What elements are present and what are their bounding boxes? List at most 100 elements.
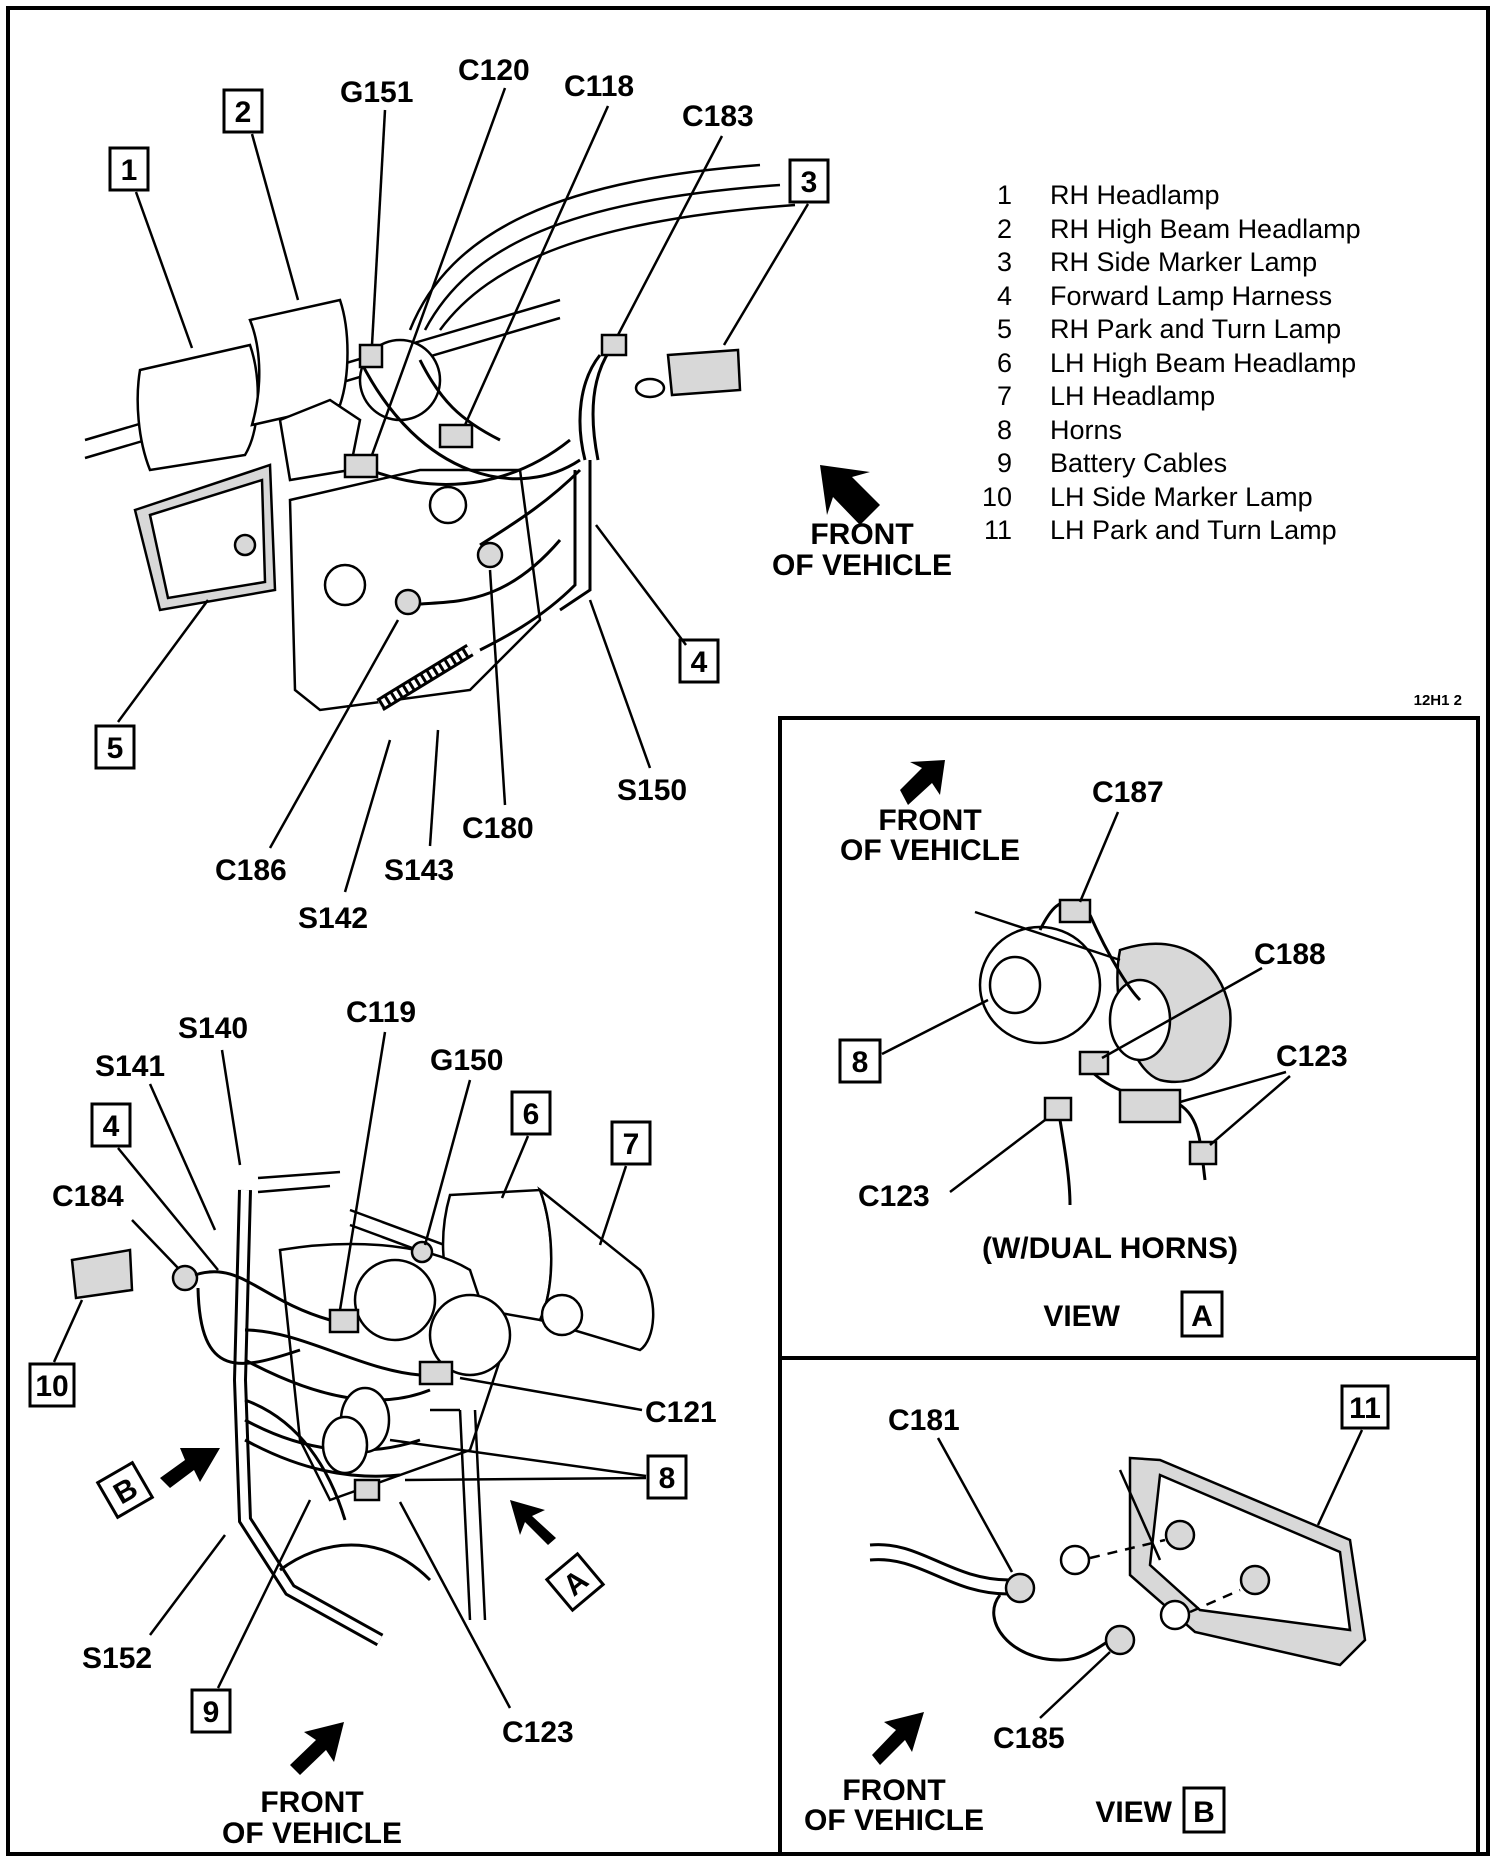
- legend-text: LH Park and Turn Lamp: [1050, 515, 1337, 545]
- front-arrow-icon: [290, 1722, 344, 1775]
- legend-text: RH High Beam Headlamp: [1050, 214, 1361, 244]
- view-a-word: VIEW: [1043, 1300, 1120, 1333]
- callout-box-4b: [90, 1102, 132, 1148]
- legend-num: 3: [997, 247, 1012, 277]
- view-a-callout-8: 8: [852, 1046, 869, 1079]
- view-b-callout-box-11: [1340, 1384, 1390, 1430]
- bottom-callouts: 4 6 7 10 8 9 B A: [28, 1090, 688, 1734]
- bottom-illustration: [70, 1170, 655, 1647]
- callout-box-10: [28, 1362, 76, 1408]
- view-a-label-c123-b: C123: [858, 1180, 930, 1213]
- view-a-letter-box: [1180, 1290, 1224, 1338]
- view-a-note: (W/DUAL HORNS): [982, 1232, 1238, 1265]
- front-arrow-icon: [872, 1712, 924, 1765]
- label-c120: C120: [458, 54, 530, 87]
- top-illustration: [84, 163, 796, 712]
- label-s141: S141: [95, 1050, 165, 1083]
- view-a-label-c188: C188: [1254, 938, 1326, 971]
- callout-2: 2: [235, 96, 252, 129]
- top-labels: G151 C120 C118 C183 C186 S142 S143 C180 …: [215, 54, 754, 935]
- view-a-front-line1: FRONT: [878, 804, 981, 837]
- legend-text: Forward Lamp Harness: [1050, 281, 1332, 311]
- callout-box-7: [610, 1120, 652, 1166]
- legend-num: 7: [997, 381, 1012, 411]
- view-b-word: VIEW: [1095, 1796, 1172, 1829]
- view-b-label-c181: C181: [888, 1404, 960, 1437]
- front-arrow-icon: [820, 465, 880, 525]
- view-a-front-line2: OF VEHICLE: [840, 834, 1020, 867]
- callout-4: 4: [691, 646, 708, 679]
- legend-num: 10: [982, 482, 1012, 512]
- callout-1: 1: [121, 154, 138, 187]
- legend-num: 4: [997, 281, 1012, 311]
- view-a: FRONT OF VEHICLE C187 C188 C123 C123 8 (…: [838, 760, 1348, 1338]
- arrow-icon: [160, 1448, 220, 1488]
- legend: 1 RH Headlamp 2 RH High Beam Headlamp 3 …: [982, 180, 1361, 545]
- legend-text: RH Park and Turn Lamp: [1050, 314, 1341, 344]
- legend-text: RH Headlamp: [1050, 180, 1220, 210]
- outer-frame: [6, 6, 1490, 1856]
- legend-num: 2: [997, 214, 1012, 244]
- view-b-letter-box: [1182, 1786, 1226, 1834]
- view-a-letter: A: [1191, 1300, 1213, 1333]
- bottom-front-line2: OF VEHICLE: [222, 1817, 402, 1850]
- legend-num: 1: [997, 180, 1012, 210]
- callout-box-4: [678, 638, 720, 684]
- figure-id: 12H1 2: [1414, 692, 1462, 709]
- view-b-tag: B: [95, 1460, 155, 1520]
- arrow-icon: [510, 1500, 556, 1545]
- label-g150: G150: [430, 1044, 503, 1077]
- view-a-tag: A: [544, 1551, 606, 1613]
- bottom-front-arrow: FRONT OF VEHICLE: [222, 1722, 402, 1850]
- callout-box-6: [510, 1090, 552, 1136]
- callout-box-1: [108, 146, 150, 192]
- callout-7: 7: [623, 1128, 640, 1161]
- view-a-label-c123-a: C123: [1276, 1040, 1348, 1073]
- label-s142: S142: [298, 902, 368, 935]
- callout-5: 5: [107, 732, 124, 765]
- callout-box-5: [94, 724, 136, 770]
- label-s152: S152: [82, 1642, 152, 1675]
- label-c119: C119: [346, 996, 416, 1029]
- top-callouts: 1 2 3 4 5: [94, 88, 830, 770]
- legend-num: 8: [997, 415, 1012, 445]
- view-b-label-c185: C185: [993, 1722, 1065, 1755]
- label-c123: C123: [502, 1716, 574, 1749]
- top-front-arrow: FRONT OF VEHICLE: [772, 465, 952, 582]
- legend-num: 5: [997, 314, 1012, 344]
- label-g151: G151: [340, 76, 413, 109]
- label-c121: C121: [645, 1396, 717, 1429]
- callout-box-2: [222, 88, 264, 134]
- view-b: C181 C185 11 FRONT OF VEHICLE VIEW B: [804, 1384, 1390, 1837]
- view-b-callout-11: 11: [1349, 1392, 1381, 1425]
- top-front-line1: FRONT: [810, 518, 913, 551]
- view-b-frame: [778, 1356, 1480, 1856]
- callout-3: 3: [801, 166, 818, 199]
- legend-num: 11: [984, 515, 1012, 545]
- view-a-label-c187: C187: [1092, 776, 1164, 809]
- legend-text: Battery Cables: [1050, 448, 1227, 478]
- callout-4b: 4: [103, 1110, 120, 1143]
- bottom-front-line1: FRONT: [260, 1786, 363, 1819]
- callout-6: 6: [523, 1098, 540, 1131]
- label-c184: C184: [52, 1180, 124, 1213]
- label-c180: C180: [462, 812, 534, 845]
- legend-text: LH Headlamp: [1050, 381, 1215, 411]
- view-b-letter: B: [1193, 1796, 1215, 1829]
- top-front-line2: OF VEHICLE: [772, 549, 952, 582]
- view-a-callout-box-8: [838, 1038, 882, 1084]
- view-b-front-line1: FRONT: [842, 1774, 945, 1807]
- legend-num: 9: [997, 448, 1012, 478]
- legend-text: Horns: [1050, 415, 1122, 445]
- label-s143: S143: [384, 854, 454, 887]
- front-arrow-icon: [900, 760, 945, 805]
- callout-box-9: [190, 1688, 232, 1734]
- bottom-labels: S140 S141 C119 G150 C184 C121 S152 C123: [52, 996, 717, 1749]
- callout-box-3: [788, 158, 830, 204]
- callout-10: 10: [35, 1370, 68, 1403]
- view-b-front-line2: OF VEHICLE: [804, 1804, 984, 1837]
- legend-text: RH Side Marker Lamp: [1050, 247, 1317, 277]
- legend-text: LH High Beam Headlamp: [1050, 348, 1356, 378]
- legend-num: 6: [997, 348, 1012, 378]
